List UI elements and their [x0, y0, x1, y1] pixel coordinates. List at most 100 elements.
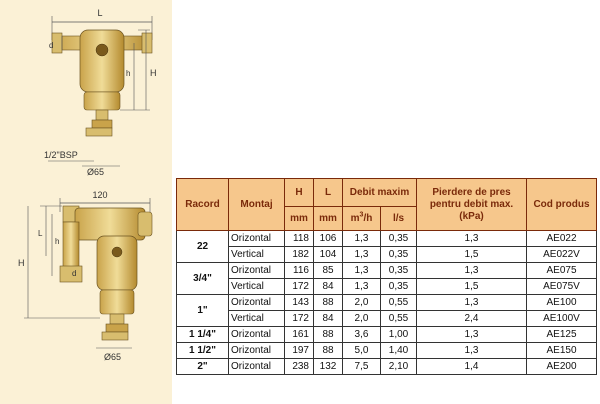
header-montaj: Montaj [228, 178, 285, 231]
header-pierdere-presiune: Pierdere de pres pentru debit max. (kPa) [416, 178, 527, 231]
cell-cod-produs: AE100V [526, 310, 597, 327]
top-dim-L: L [97, 8, 102, 18]
bottom-dim-L: L [38, 229, 43, 238]
specifications-table: Racord Montaj H L Debit maxim Pierdere d… [176, 178, 597, 375]
cell-cod-produs: AE200 [526, 358, 597, 375]
cell-debit-m3h: 2,0 [342, 310, 381, 327]
top-dim-H: H [150, 68, 157, 78]
cell-racord: 2" [176, 358, 229, 375]
bottom-dim-width: 120 [92, 190, 107, 200]
cell-montaj: Orizontal [228, 326, 285, 343]
cell-L: 88 [313, 326, 343, 343]
cell-debit-ls: 0,35 [380, 278, 417, 295]
header-H: H [284, 178, 314, 207]
header-cod-produs: Cod produs [526, 178, 597, 231]
cell-L: 88 [313, 342, 343, 359]
cell-pierdere-kpa: 1,3 [416, 294, 527, 311]
cell-H: 161 [284, 326, 314, 343]
unit-L-mm: mm [313, 206, 343, 231]
header-L: L [313, 178, 343, 207]
cell-debit-m3h: 2,0 [342, 294, 381, 311]
cell-debit-m3h: 1,3 [342, 262, 381, 279]
cell-montaj: Orizontal [228, 262, 285, 279]
unit-H-mm: mm [284, 206, 314, 231]
cell-L: 132 [313, 358, 343, 375]
cell-racord: 1" [176, 294, 229, 327]
cell-cod-produs: AE022 [526, 230, 597, 247]
header-racord: Racord [176, 178, 229, 231]
cell-cod-produs: AE100 [526, 294, 597, 311]
cell-pierdere-kpa: 1,3 [416, 230, 527, 247]
cell-debit-ls: 0,35 [380, 262, 417, 279]
cell-montaj: Vertical [228, 310, 285, 327]
bottom-dim-H: H [18, 258, 25, 268]
unit-m3h-tail: /h [363, 212, 373, 224]
technical-drawings: L d H h 1/2"BSP [18, 8, 157, 362]
cell-L: 84 [313, 310, 343, 327]
cell-cod-produs: AE075 [526, 262, 597, 279]
cell-montaj: Vertical [228, 278, 285, 295]
unit-m3h-base: m [350, 212, 360, 224]
cell-L: 106 [313, 230, 343, 247]
cell-montaj: Orizontal [228, 294, 285, 311]
cell-cod-produs: AE150 [526, 342, 597, 359]
top-bsp-label: 1/2"BSP [44, 150, 78, 160]
cell-H: 116 [284, 262, 314, 279]
cell-debit-m3h: 7,5 [342, 358, 381, 375]
top-dim-d: d [49, 41, 53, 50]
cell-H: 238 [284, 358, 314, 375]
cell-debit-m3h: 1,3 [342, 230, 381, 247]
cell-pierdere-kpa: 1,5 [416, 246, 527, 263]
cell-L: 104 [313, 246, 343, 263]
cell-H: 197 [284, 342, 314, 359]
cell-H: 118 [284, 230, 314, 247]
bottom-dim-d: d [72, 269, 76, 278]
unit-ls: l/s [380, 206, 417, 231]
cell-pierdere-kpa: 1,3 [416, 342, 527, 359]
cell-L: 85 [313, 262, 343, 279]
cell-montaj: Vertical [228, 246, 285, 263]
cell-cod-produs: AE022V [526, 246, 597, 263]
unit-m3h: m3/h [342, 206, 381, 231]
cell-pierdere-kpa: 1,5 [416, 278, 527, 295]
cell-H: 143 [284, 294, 314, 311]
cell-debit-ls: 2,10 [380, 358, 417, 375]
cell-pierdere-kpa: 1,3 [416, 262, 527, 279]
cell-H: 172 [284, 278, 314, 295]
top-dia-label: Ø65 [87, 167, 104, 177]
cell-debit-ls: 0,35 [380, 246, 417, 263]
top-separator-drawing: L d H h 1/2"BSP [44, 8, 157, 177]
unit-m3h-exponent: 3 [359, 211, 364, 219]
cell-L: 88 [313, 294, 343, 311]
cell-debit-m3h: 5,0 [342, 342, 381, 359]
cell-debit-m3h: 1,3 [342, 278, 381, 295]
cell-cod-produs: AE125 [526, 326, 597, 343]
cell-pierdere-kpa: 1,3 [416, 326, 527, 343]
cell-debit-m3h: 3,6 [342, 326, 381, 343]
cell-montaj: Orizontal [228, 230, 285, 247]
cell-debit-ls: 0,55 [380, 310, 417, 327]
header-debit-maxim: Debit maxim [342, 178, 417, 207]
technical-drawing-panel: L d H h 1/2"BSP [0, 0, 172, 404]
cell-H: 182 [284, 246, 314, 263]
cell-racord: 1 1/4" [176, 326, 229, 343]
cell-pierdere-kpa: 1,4 [416, 358, 527, 375]
bottom-dim-h: h [55, 237, 59, 246]
cell-cod-produs: AE075V [526, 278, 597, 295]
cell-racord: 22 [176, 230, 229, 263]
bottom-dia-label: Ø65 [104, 352, 121, 362]
cell-debit-ls: 1,40 [380, 342, 417, 359]
cell-debit-ls: 0,55 [380, 294, 417, 311]
cell-debit-ls: 1,00 [380, 326, 417, 343]
cell-H: 172 [284, 310, 314, 327]
cell-montaj: Orizontal [228, 358, 285, 375]
